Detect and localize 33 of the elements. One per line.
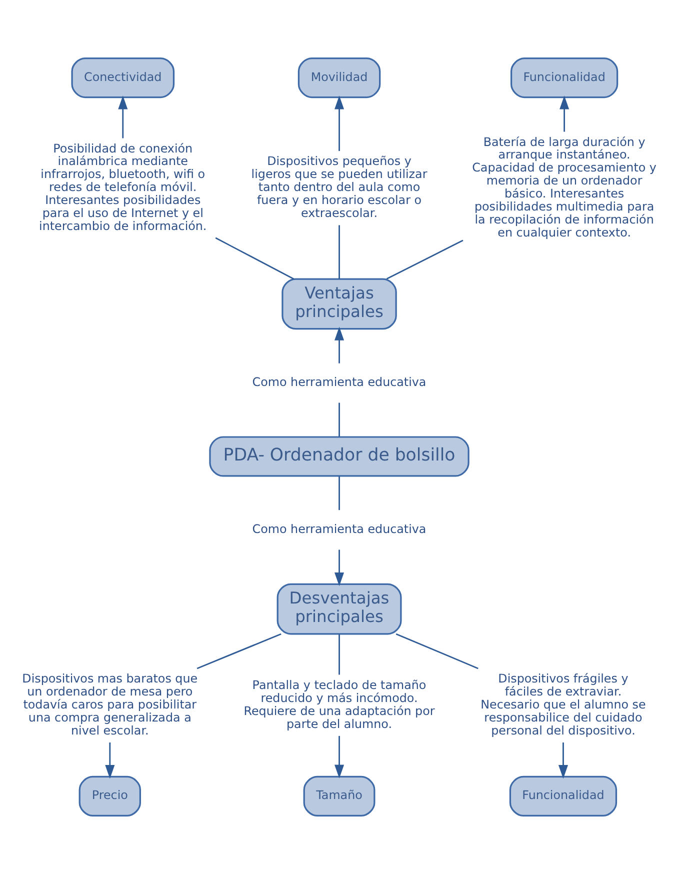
arrow [558,742,568,779]
node-box: Tamaño [303,776,376,816]
arrow [105,742,115,779]
node-box: PDA- Ordenador de bolsillo [209,436,470,477]
node-box: Desventajas principales [276,583,402,635]
node-text: Dispositivos pequeños y ligeros que se pueden utilizar tanto dentro del aula como fuera y en horario escolar o extraescolar. [251,154,428,220]
arrow [118,96,128,138]
node-box: Conectividad [71,58,175,98]
connector [338,634,340,675]
node-box: Funcionalidad [510,58,618,98]
connector [215,237,294,280]
arrow [334,550,344,586]
node-text: Dispositivos mas baratos que un ordenador de mesa pero todavía caros para posibilitar una compra generalizada a nivel escolar. [22,671,198,738]
node-text: Posibilidad de conexión inalámbrica mediante infrarrojos, bluetooth, wifi o redes de telefonía móvil. Interesantes posibilidades para el uso de Internet y el intercambio de información. [39,141,207,234]
node-box: Precio [78,776,141,816]
node-text: Pantalla y teclado de tamaño reducido y más incómodo. Requiere de una adaptación por parte del alumno. [244,678,435,731]
node-box: Ventajas principales [282,278,397,330]
connector [338,402,340,437]
node-text: Como herramienta educativa [252,374,426,389]
arrow [334,736,344,778]
arrow [334,96,344,151]
node-text: Dispositivos frágiles y fáciles de extraviar. Necesario que el alumno se responsabilice del cuidado personal del dispositivo. [480,671,646,738]
connector [338,476,340,510]
connector [386,240,464,280]
arrow [560,96,570,132]
connector [196,633,282,670]
arrow [334,326,344,364]
node-text: Batería de larga duración y arranque instantáneo. Capacidad de procesamiento y memoria de un ordenador básico. Interesantes posibilidades multimedia para la recopilación de información en cualquier contexto. [472,134,656,240]
connector [338,225,340,279]
node-box: Movilidad [298,58,381,98]
connector [396,633,478,670]
node-box: Funcionalidad [509,776,618,816]
node-text: Como herramienta educativa [252,522,426,536]
